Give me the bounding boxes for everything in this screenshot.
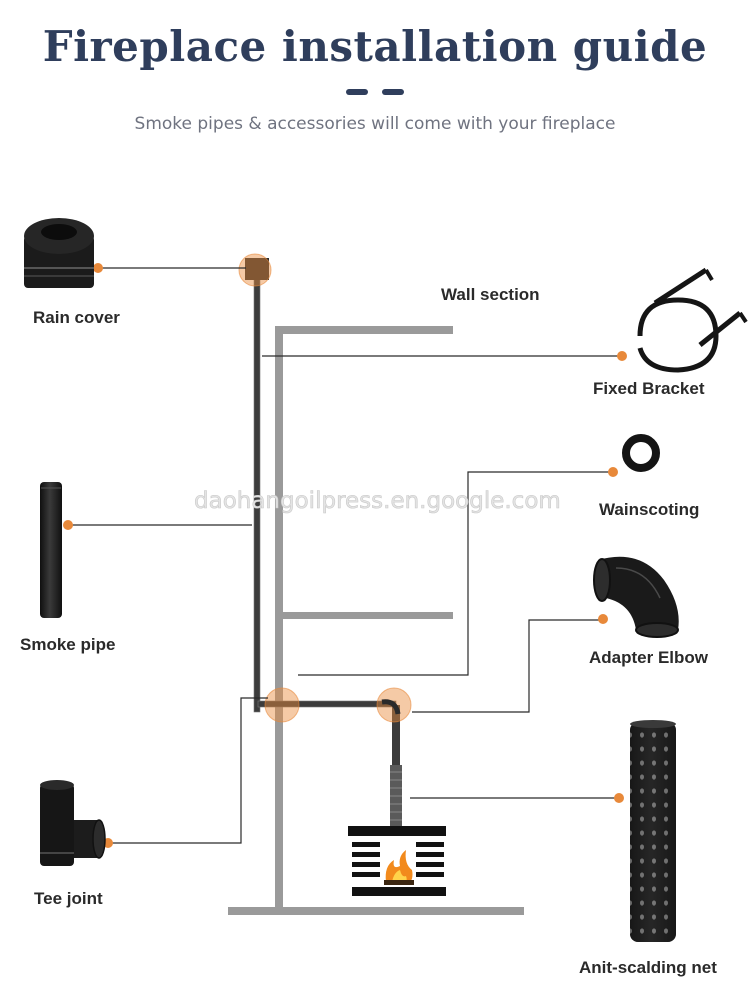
- fire-icon: [385, 850, 413, 884]
- page-subtitle: Smoke pipes & accessories will come with…: [134, 114, 616, 134]
- rain-cover-image: [24, 218, 94, 288]
- watermark-text: daohangoilpress.en.google.com: [194, 488, 561, 515]
- title-divider-right: [382, 89, 404, 95]
- leader-dots: [63, 263, 627, 848]
- adapter-elbow-label: Adapter Elbow: [589, 648, 709, 667]
- page-title: Fireplace installation guide: [42, 22, 708, 71]
- title-divider-left: [346, 89, 368, 95]
- fixed-bracket-image: [637, 267, 748, 373]
- wall-section-label: Wall section: [441, 285, 540, 304]
- tee-joint-image: [40, 780, 106, 866]
- fireplace: [348, 826, 446, 896]
- wainscoting-label: Wainscoting: [599, 500, 700, 519]
- ground-line: [228, 907, 524, 915]
- tee-joint-label: Tee joint: [34, 889, 103, 908]
- tee-joint-highlight: [264, 687, 300, 723]
- ceiling-line: [275, 326, 453, 334]
- floor-line: [283, 612, 453, 619]
- wainscoting-image: [622, 434, 660, 472]
- adapter-elbow-image: [593, 556, 679, 638]
- anti-scalding-net-image: [630, 720, 676, 942]
- wall-structure: [228, 326, 524, 915]
- wall-line: [275, 326, 283, 908]
- fixed-bracket-label: Fixed Bracket: [593, 379, 705, 398]
- smoke-pipe-label: Smoke pipe: [20, 635, 116, 654]
- leader-lines: [68, 267, 622, 844]
- rain-cover-highlight: [238, 253, 272, 287]
- smoke-pipe-image: [40, 482, 62, 618]
- anti-scalding-net-label: Anit-scalding net: [579, 958, 717, 977]
- pipe-route: [238, 253, 412, 827]
- rain-cover-label: Rain cover: [33, 308, 120, 327]
